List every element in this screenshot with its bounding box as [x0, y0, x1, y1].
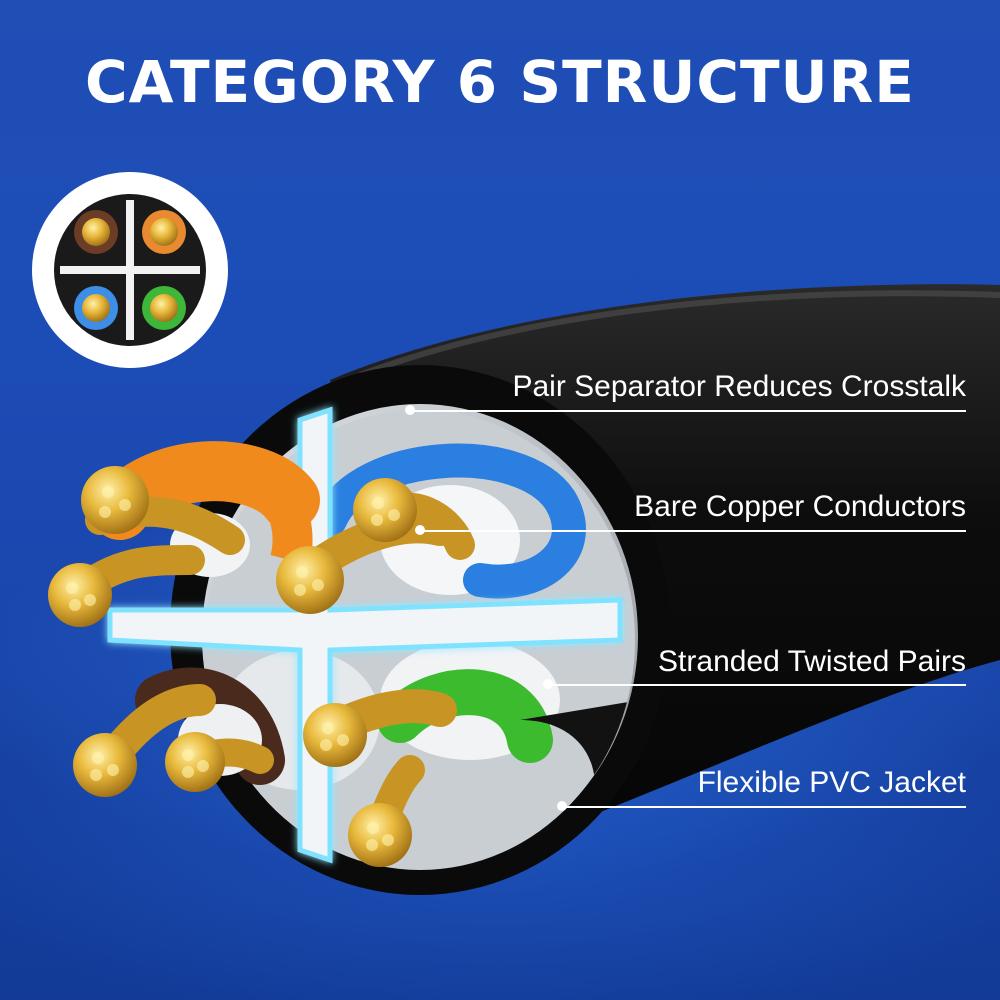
- inset-brown-pair: [74, 210, 118, 254]
- cross-section-inset: [32, 172, 228, 368]
- copper-bundle: [303, 689, 457, 867]
- bare-copper-conductors: [48, 466, 475, 867]
- inset-blue-pair: [74, 286, 118, 330]
- callout-dot: [405, 405, 415, 415]
- page-title: CATEGORY 6 STRUCTURE: [85, 48, 915, 116]
- callout-leader-line: [420, 530, 966, 532]
- pair-separator-spline: [107, 406, 623, 864]
- callout-twisted-pairs: Stranded Twisted Pairs: [658, 645, 966, 678]
- inset-orange-pair: [142, 210, 186, 254]
- copper-bundle: [73, 684, 274, 797]
- callout-dot: [557, 801, 567, 811]
- callout-pvc-jacket: Flexible PVC Jacket: [697, 766, 966, 799]
- callout-copper-conductors: Bare Copper Conductors: [634, 490, 966, 523]
- inset-green-pair: [142, 286, 186, 330]
- copper-strand-highlights: [66, 486, 400, 851]
- callout-leader-line: [562, 806, 966, 808]
- callout-pair-separator: Pair Separator Reduces Crosstalk: [512, 370, 966, 403]
- copper-bundle: [48, 466, 245, 627]
- blue-twisted-wire: [313, 443, 586, 599]
- callout-dot: [543, 679, 553, 689]
- callout-dot: [415, 525, 425, 535]
- callout-leader-line: [410, 410, 966, 412]
- callout-leader-line: [548, 684, 966, 686]
- copper-bundle: [276, 478, 475, 614]
